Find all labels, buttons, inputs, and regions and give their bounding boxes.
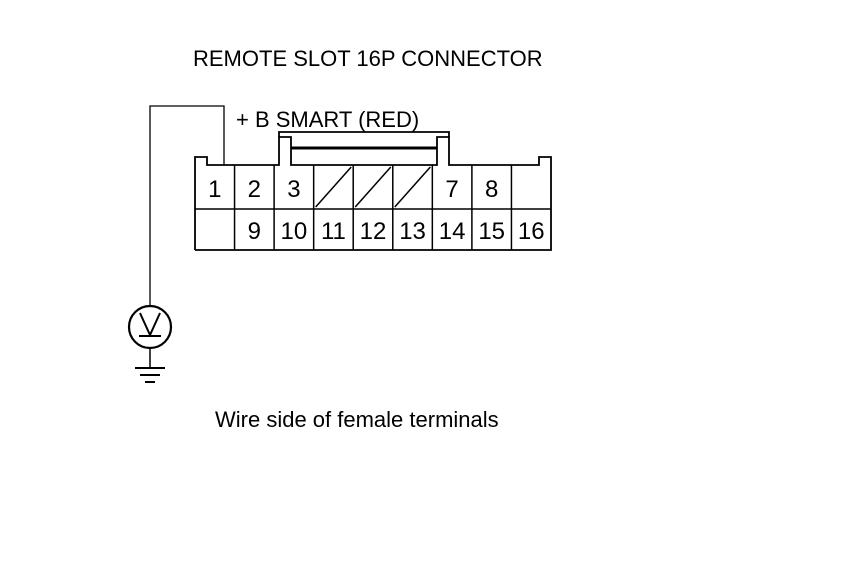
pin-13: 13 — [399, 218, 426, 245]
voltmeter-icon — [127, 304, 173, 368]
pin-1: 1 — [208, 176, 221, 203]
pin-12: 12 — [360, 218, 387, 245]
probe-wire — [149, 105, 225, 307]
pin-7: 7 — [445, 176, 458, 203]
pin-9: 9 — [248, 218, 261, 245]
ground-icon — [135, 367, 165, 383]
unused-cavity-mark — [354, 166, 392, 208]
pin-15: 15 — [478, 218, 505, 245]
connector-body — [194, 131, 552, 251]
pin-8: 8 — [485, 176, 498, 203]
diagram-title: REMOTE SLOT 16P CONNECTOR — [193, 46, 543, 71]
pin-16: 16 — [518, 218, 545, 245]
pin-14: 14 — [439, 218, 466, 245]
pin-3: 3 — [287, 176, 300, 203]
pin-2: 2 — [248, 176, 261, 203]
diagram-caption: Wire side of female terminals — [215, 407, 499, 432]
pin-10: 10 — [281, 218, 308, 245]
unused-cavity-mark — [394, 166, 431, 208]
unused-cavity-mark — [315, 166, 352, 208]
wire-label: + B SMART (RED) — [236, 107, 419, 132]
pin-11: 11 — [321, 218, 346, 245]
